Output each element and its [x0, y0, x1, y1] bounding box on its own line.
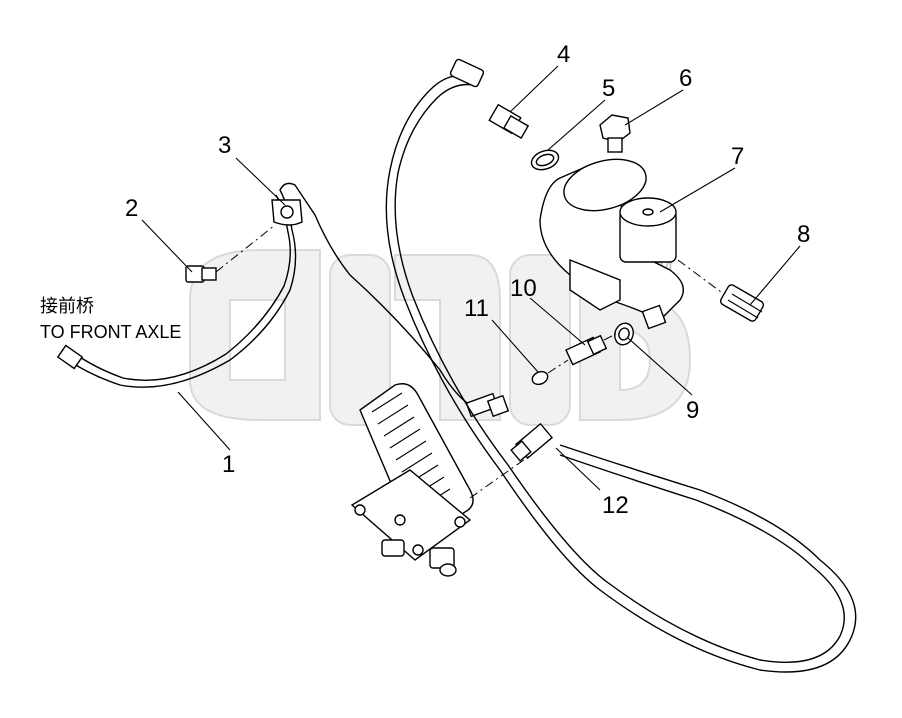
- brake-light-switch: [719, 284, 765, 322]
- sealing-washer-9: [614, 322, 634, 346]
- brake-master-cylinder: [539, 158, 726, 330]
- union-fitting: [488, 103, 530, 140]
- o-ring: [531, 359, 569, 386]
- callout-7: 7: [731, 143, 744, 170]
- callout-8: 8: [797, 221, 810, 248]
- callout-4: 4: [557, 41, 570, 68]
- straight-connector: [565, 333, 617, 366]
- callout-3: 3: [218, 132, 231, 159]
- master-cylinder-hose: [385, 58, 857, 673]
- callout-11: 11: [464, 295, 489, 322]
- callout-2: 2: [125, 195, 138, 222]
- callout-1: 1: [222, 451, 235, 478]
- callout-10: 10: [510, 275, 537, 302]
- brake-pedal-assembly: [350, 383, 536, 577]
- annotation-chinese: 接前桥: [40, 296, 94, 316]
- annotation-english: TO FRONT AXLE: [40, 322, 181, 342]
- callout-12: 12: [602, 492, 629, 519]
- callout-6: 6: [679, 65, 692, 92]
- banjo-bolt: [599, 114, 631, 153]
- callout-5: 5: [602, 75, 615, 102]
- pipe-clip: [271, 199, 303, 226]
- front-axle-brake-pipe: [56, 182, 510, 418]
- callout-9: 9: [686, 397, 699, 424]
- callout-leaders: [141, 65, 801, 491]
- hose-fitting: [510, 422, 554, 462]
- sealing-washer-5: [530, 149, 560, 171]
